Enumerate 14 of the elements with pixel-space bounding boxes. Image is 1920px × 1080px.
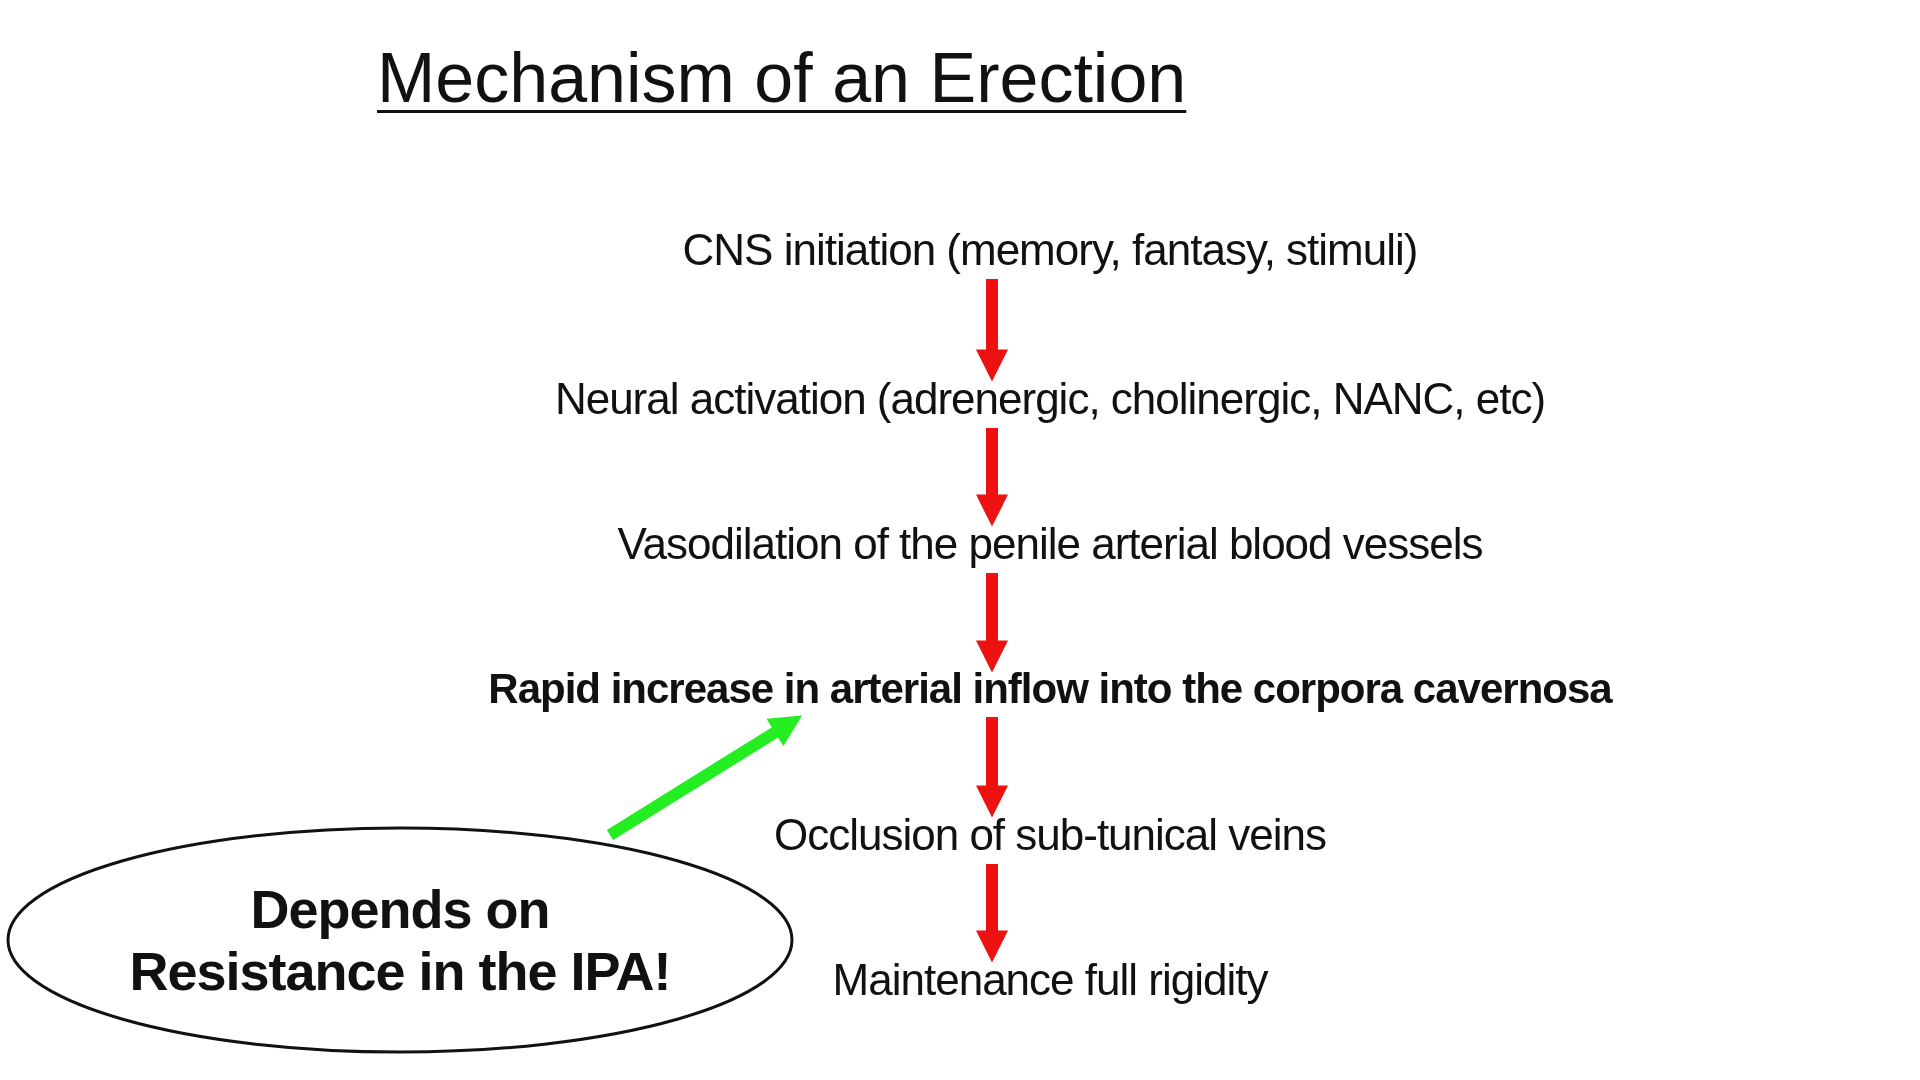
arrow xyxy=(606,715,803,841)
arrow xyxy=(976,573,1008,673)
title: Mechanism of an Erection xyxy=(377,38,1187,118)
step-text: Neural activation (adrenergic, cholinergic, NANC, etc) xyxy=(554,374,1546,423)
step-text: Vasodilation of the penile arterial blood vessels xyxy=(617,519,1483,568)
step-text: Occlusion of sub-tunical veins xyxy=(773,810,1327,859)
arrow xyxy=(976,428,1008,527)
step-text: Maintenance full rigidity xyxy=(832,955,1268,1004)
callout-text: Depends on Resistance in the IPA! xyxy=(128,877,672,1003)
arrow xyxy=(976,717,1008,818)
arrow xyxy=(976,864,1008,963)
step-text: CNS initiation (memory, fantasy, stimuli) xyxy=(682,225,1418,274)
arrow xyxy=(976,279,1008,382)
step-text: Rapid increase in arterial inflow into the corpora cavernosa xyxy=(488,665,1612,712)
